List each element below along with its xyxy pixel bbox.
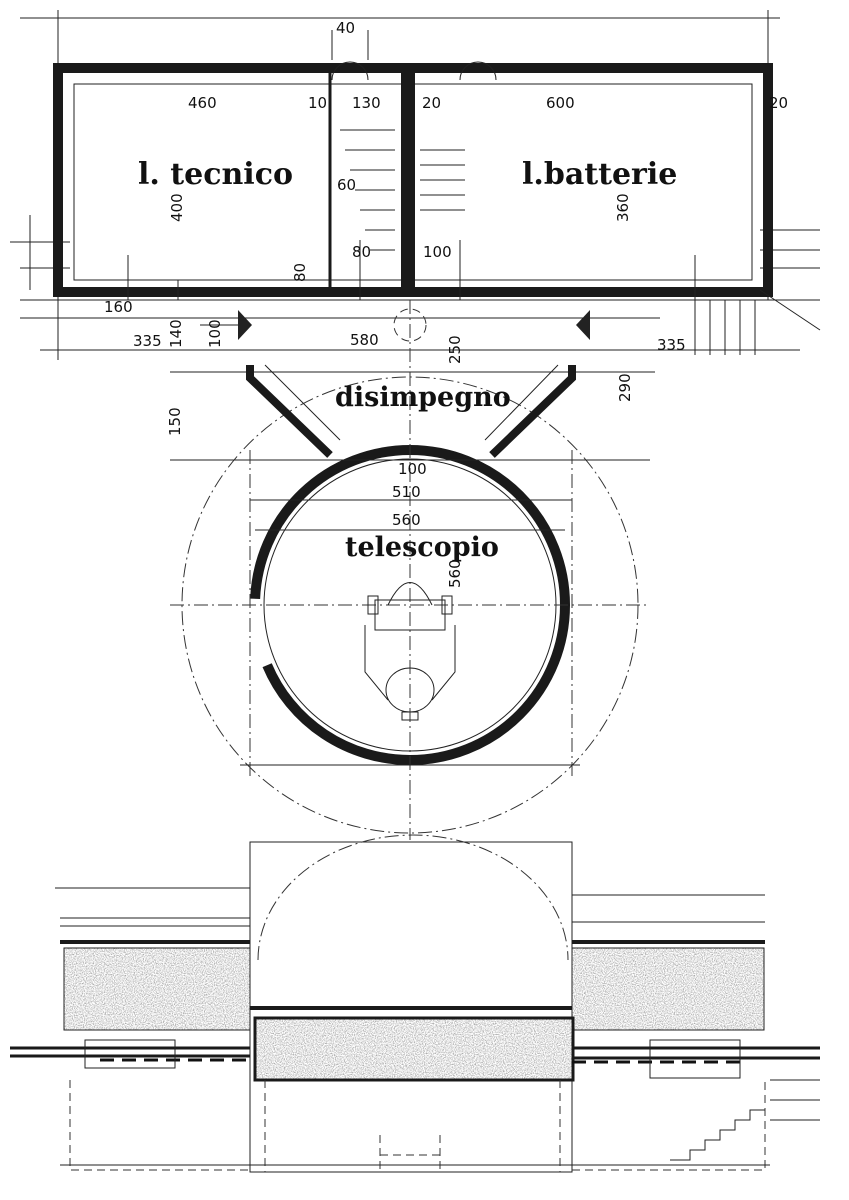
dim-label: 150 <box>166 407 184 436</box>
dim-label: 560 <box>446 559 464 588</box>
room-label-batterie: l.batterie <box>522 157 677 192</box>
dim-label: 460 <box>188 94 217 112</box>
dim-label: 80 <box>352 243 371 261</box>
dim-label: 335 <box>657 336 686 354</box>
dim-label: 160 <box>104 298 133 316</box>
dim-label: 360 <box>614 193 632 222</box>
room-label-disimpegno: disimpegno <box>335 382 511 413</box>
dim-label: 400 <box>168 193 186 222</box>
dim-label: 10 <box>308 94 327 112</box>
dim-label: 335 <box>133 332 162 350</box>
dim-label: 510 <box>392 483 421 501</box>
dim-label: 600 <box>546 94 575 112</box>
dim-label: 40 <box>336 19 355 37</box>
dim-label: 290 <box>616 373 634 402</box>
room-labels: l. tecnico l.batterie disimpegno telesco… <box>138 157 677 563</box>
dim-label: 250 <box>446 335 464 364</box>
dim-label: 580 <box>350 331 379 349</box>
dim-label: 100 <box>398 460 427 478</box>
room-label-tecnico: l. tecnico <box>138 157 293 192</box>
dim-label: 100 <box>206 319 224 348</box>
dim-label: 60 <box>337 176 356 194</box>
dim-label: 80 <box>291 263 309 282</box>
dim-label: 130 <box>352 94 381 112</box>
dim-label: 20 <box>422 94 441 112</box>
dim-label: 20 <box>769 94 788 112</box>
section-elevation <box>10 834 820 1173</box>
telescope-room <box>170 300 650 840</box>
floor-plan <box>10 10 821 373</box>
dim-label: 560 <box>392 511 421 529</box>
room-label-telescopio: telescopio <box>345 532 499 563</box>
dim-label: 100 <box>423 243 452 261</box>
telescope-icon <box>364 582 456 721</box>
dimension-labels: 40 460 10 130 20 600 20 400 60 360 80 10… <box>104 19 788 588</box>
dim-label: 140 <box>167 319 185 348</box>
